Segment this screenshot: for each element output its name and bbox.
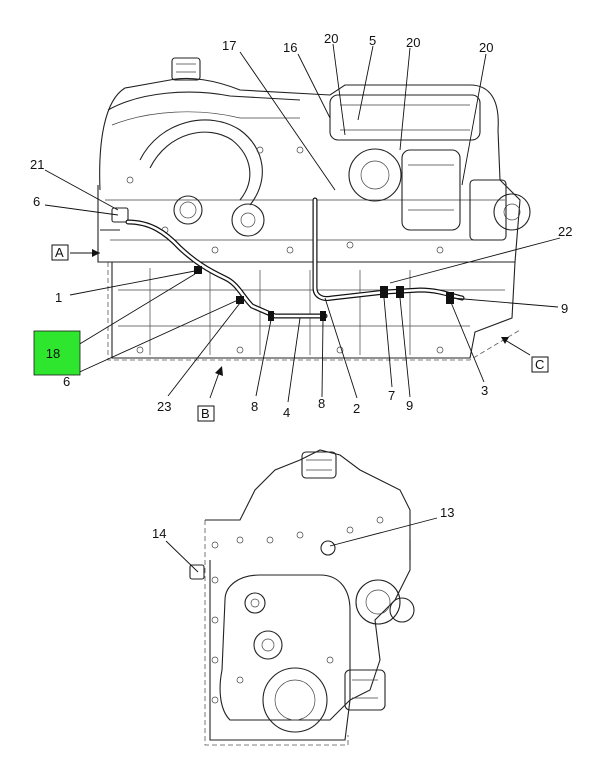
svg-text:18: 18 [46, 346, 60, 361]
svg-text:B: B [201, 406, 210, 421]
view-label-b: B [197, 405, 215, 422]
view-label-c: C [531, 356, 549, 373]
callout-9: 9 [561, 301, 568, 316]
svg-text:A: A [55, 245, 64, 260]
callout-23: 23 [157, 399, 171, 414]
callout-7: 7 [388, 388, 395, 403]
callout-5: 5 [369, 33, 376, 48]
callout-labels: 17 16 20 5 20 20 21 6 22 1 9 6 23 8 4 8 … [30, 31, 572, 541]
callout-13: 13 [440, 505, 454, 520]
callout-8: 8 [318, 396, 325, 411]
svg-text:C: C [535, 357, 544, 372]
lower-engine-drawing [189, 449, 415, 746]
callout-2: 2 [353, 401, 360, 416]
callout-1: 1 [55, 290, 62, 305]
callout-6: 6 [63, 374, 70, 389]
callout-8: 8 [251, 399, 258, 414]
callout-17: 17 [222, 38, 236, 53]
callout-22: 22 [558, 224, 572, 239]
callout-6: 6 [33, 194, 40, 209]
highlighted-callout-18[interactable]: 18 [33, 330, 81, 376]
leader-lines [44, 43, 561, 573]
view-label-a: A [51, 244, 69, 261]
callout-16: 16 [283, 40, 297, 55]
callout-20: 20 [324, 31, 338, 46]
callout-9: 9 [406, 398, 413, 413]
callout-20: 20 [406, 35, 420, 50]
callout-21: 21 [30, 157, 44, 172]
hose-assembly [125, 197, 465, 321]
callout-14: 14 [152, 526, 166, 541]
callout-4: 4 [283, 405, 290, 420]
callout-3: 3 [481, 383, 488, 398]
callout-20: 20 [479, 40, 493, 55]
